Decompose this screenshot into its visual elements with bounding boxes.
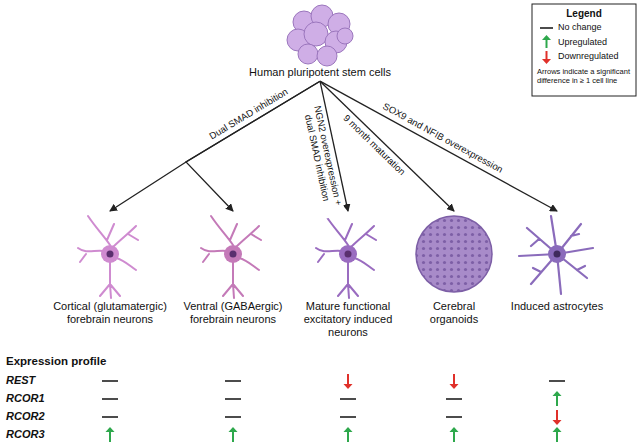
- gene-name: REST: [6, 374, 35, 386]
- ventral-neuron: [201, 216, 261, 298]
- legend-entry: Upregulated: [558, 37, 607, 47]
- induced-neuron: [316, 216, 376, 298]
- gene-name: RCOR1: [6, 392, 45, 404]
- stem-cell-cluster: [287, 5, 353, 66]
- node-caption: Mature functional excitatory induced neu…: [288, 300, 408, 340]
- organoid: [416, 216, 492, 292]
- node-caption: Induced astrocytes: [505, 300, 609, 313]
- table-heading: Expression profile: [6, 355, 106, 367]
- down-sample: [542, 51, 551, 64]
- legend-title: Legend: [532, 8, 636, 19]
- cell-type-node: Ventral (GABAergic) forebrain neurons: [180, 212, 286, 326]
- edge-label: Dual SMAD inhibition: [206, 85, 292, 143]
- legend-entry: Downregulated: [558, 51, 619, 61]
- cortical-neuron: [78, 216, 138, 298]
- stem-cell-node: Human pluripotent stem cells: [240, 2, 400, 79]
- astrocyte: [519, 216, 593, 294]
- legend-frame: [532, 4, 636, 96]
- node-caption: Human pluripotent stem cells: [240, 66, 400, 79]
- gene-name: RCOR2: [6, 410, 45, 422]
- expression-symbols: [102, 374, 565, 442]
- cell-type-node: Cortical (glutamatergic) forebrain neuro…: [40, 212, 180, 326]
- legend-entry: No change: [558, 22, 602, 32]
- node-caption: Cerebral organoids: [412, 300, 496, 326]
- no-change-sample: [540, 27, 553, 29]
- node-caption: Cortical (glutamatergic) forebrain neuro…: [40, 300, 180, 326]
- connector-arrow: [110, 81, 320, 211]
- legend-note: Arrows indicate a significant difference…: [537, 68, 633, 85]
- node-caption: Ventral (GABAergic) forebrain neurons: [180, 300, 286, 326]
- cell-type-node: Mature functional excitatory induced neu…: [288, 212, 408, 340]
- up-sample: [542, 35, 551, 48]
- edge-label: 9 month maturation: [340, 112, 409, 180]
- edge-label: NGN2 overexpression + dual SMAD inhibiti…: [298, 95, 345, 219]
- gene-name: RCOR3: [6, 428, 45, 440]
- cell-type-node: Induced astrocytes: [505, 212, 609, 313]
- connector-arrow: [320, 81, 557, 211]
- cell-type-node: Cerebral organoids: [412, 212, 496, 326]
